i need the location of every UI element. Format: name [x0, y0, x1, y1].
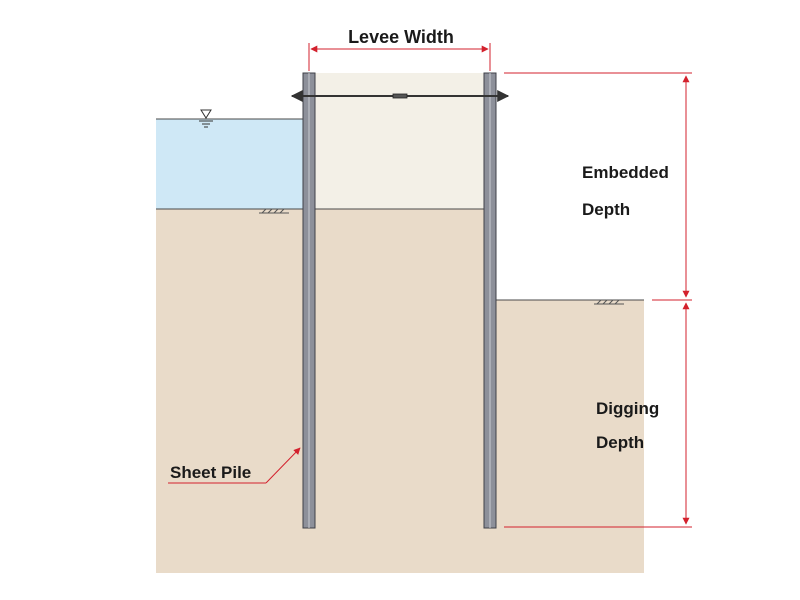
digging-depth-label-line1: Digging [596, 399, 659, 418]
water-level-icon [199, 109, 213, 128]
levee-width-label: Levee Width [348, 27, 454, 47]
digging-depth-label-line2: Depth [596, 433, 644, 452]
ground-symbol-right [594, 299, 624, 305]
sheet-pile-label: Sheet Pile [170, 463, 251, 482]
sheet-pile-callout [168, 447, 301, 484]
tie-rod [290, 90, 510, 102]
sheet-pile-left [302, 72, 316, 529]
soil-ground [156, 209, 644, 573]
water-body [156, 119, 303, 209]
levee-fill [315, 73, 486, 209]
sheet-pile-right [483, 72, 497, 529]
ground-symbol-left [259, 208, 289, 214]
embedded-depth-label-line1: Embedded [582, 163, 669, 182]
depth-dimensions [504, 72, 692, 528]
levee-width-dimension [308, 43, 491, 71]
embedded-depth-label-line2: Depth [582, 200, 630, 219]
